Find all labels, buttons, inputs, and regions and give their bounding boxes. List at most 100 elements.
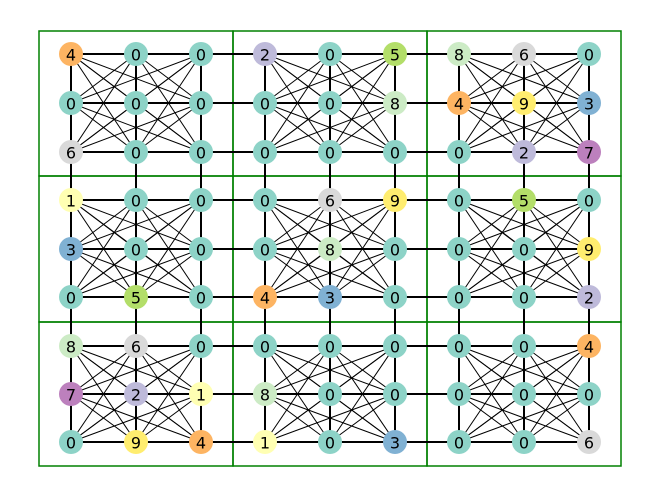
node-label: 0 [196, 144, 206, 163]
box-edge [135, 248, 202, 298]
node-label: 9 [519, 95, 529, 114]
node-label: 0 [325, 434, 335, 453]
node-label: 0 [260, 192, 270, 211]
node-circle [512, 91, 536, 115]
node-circle [577, 285, 601, 309]
node-label: 9 [584, 241, 594, 260]
node-circle [512, 334, 536, 358]
node-circle [383, 42, 407, 66]
node-circle [447, 42, 471, 66]
box-edge [458, 199, 525, 298]
graph-node: 0 [577, 42, 601, 66]
node-circle [318, 285, 342, 309]
box-edge [329, 53, 396, 153]
box-edge [458, 345, 590, 395]
node-label: 0 [131, 46, 141, 65]
node-label: 8 [454, 46, 464, 65]
graph-node: 0 [253, 237, 277, 261]
node-label: 3 [66, 241, 76, 260]
box-edge [70, 345, 137, 443]
graph-node: 0 [512, 334, 536, 358]
box-edge [329, 102, 396, 153]
node-label: 0 [519, 289, 529, 308]
node-circle [577, 140, 601, 164]
node-circle [124, 42, 148, 66]
box-edge [135, 345, 202, 443]
graph-node: 0 [318, 42, 342, 66]
box-edge [264, 248, 396, 298]
node-circle [59, 140, 83, 164]
node-label: 0 [131, 241, 141, 260]
graph-node: 3 [383, 430, 407, 454]
node-label: 2 [519, 144, 529, 163]
graph-node: 6 [512, 42, 536, 66]
box-edge [70, 393, 137, 443]
node-circle [512, 285, 536, 309]
node-circle [447, 430, 471, 454]
node-label: 8 [260, 386, 270, 405]
node-circle [447, 285, 471, 309]
graph-node: 6 [59, 140, 83, 164]
node-label: 1 [196, 386, 206, 405]
graph-node: 0 [318, 430, 342, 454]
graph-node: 2 [577, 285, 601, 309]
node-circle [447, 188, 471, 212]
node-circle [253, 382, 277, 406]
node-label: 0 [390, 241, 400, 260]
node-circle [253, 334, 277, 358]
graph-node: 0 [383, 285, 407, 309]
graph-node: 0 [447, 285, 471, 309]
graph-node: 0 [59, 430, 83, 454]
node-circle [124, 430, 148, 454]
node-circle [512, 237, 536, 261]
node-circle [189, 140, 213, 164]
node-circle [124, 334, 148, 358]
node-label: 2 [260, 46, 270, 65]
node-circle [253, 285, 277, 309]
graph-node: 0 [577, 188, 601, 212]
node-circle [577, 382, 601, 406]
node-label: 0 [260, 144, 270, 163]
graph-node: 0 [253, 334, 277, 358]
box-edge [70, 102, 137, 153]
graph-node: 0 [447, 140, 471, 164]
box-edge [264, 393, 396, 443]
box-edge [70, 345, 202, 395]
graph-node: 0 [383, 334, 407, 358]
node-circle [124, 140, 148, 164]
graph-node: 0 [189, 140, 213, 164]
node-label: 8 [66, 338, 76, 357]
graph-node: 0 [512, 430, 536, 454]
node-label: 4 [196, 434, 206, 453]
node-circle [318, 91, 342, 115]
node-label: 0 [584, 192, 594, 211]
graph-node: 0 [318, 140, 342, 164]
box-edge [264, 345, 396, 395]
graph-node: 0 [124, 91, 148, 115]
node-circle [512, 382, 536, 406]
box-edge [70, 393, 202, 443]
box-edge [264, 248, 331, 298]
box-edge [70, 248, 202, 298]
node-label: 0 [519, 241, 529, 260]
node-circle [318, 188, 342, 212]
node-circle [512, 42, 536, 66]
graph-node: 0 [124, 188, 148, 212]
graph-node: 4 [59, 42, 83, 66]
box-edge [264, 53, 396, 104]
node-label: 5 [519, 192, 529, 211]
node-label: 0 [196, 192, 206, 211]
node-label: 6 [584, 434, 594, 453]
node-label: 0 [131, 95, 141, 114]
node-circle [59, 334, 83, 358]
graph-node: 7 [59, 382, 83, 406]
graph-node: 8 [318, 237, 342, 261]
box-edge [264, 53, 331, 153]
box-edge [458, 53, 525, 153]
graph-node: 0 [447, 382, 471, 406]
node-circle [253, 430, 277, 454]
node-label: 0 [454, 338, 464, 357]
node-label: 2 [584, 289, 594, 308]
graph-node: 0 [447, 334, 471, 358]
